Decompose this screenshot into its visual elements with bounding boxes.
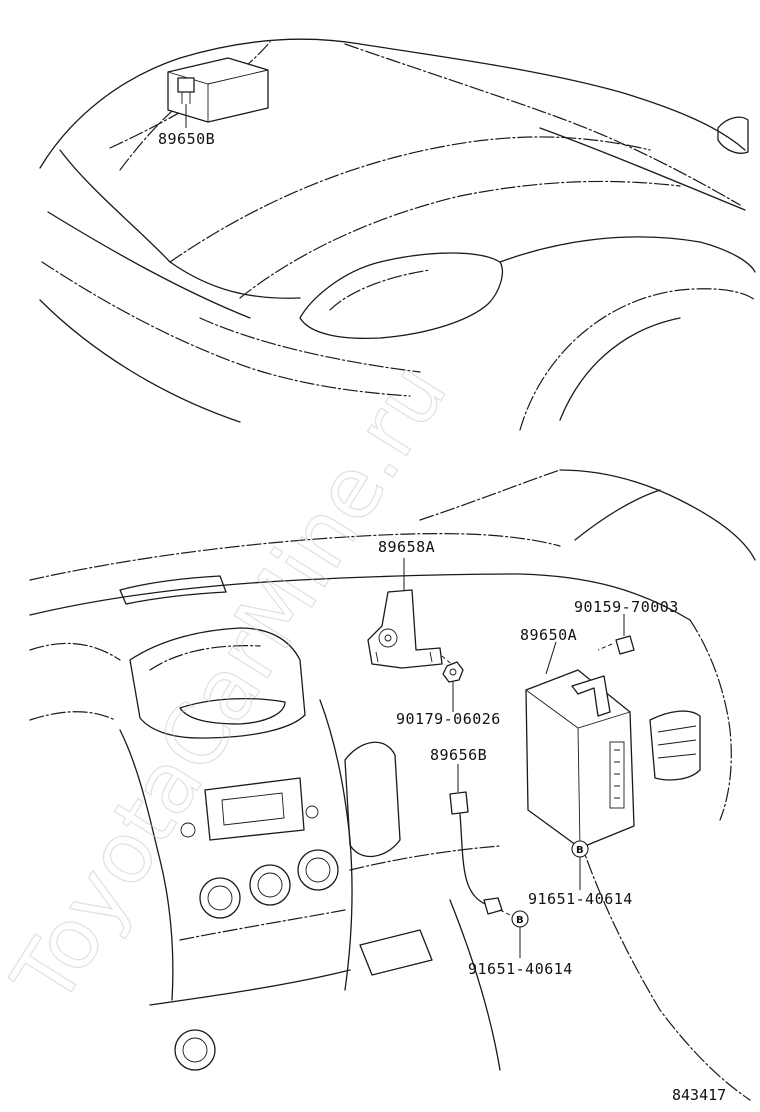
part-label-90179-06026: 90179-06026: [396, 710, 501, 728]
harness-89656B: [449, 764, 503, 915]
pedal: [359, 929, 433, 976]
diagram-reference-number: 843417: [672, 1086, 726, 1104]
dash-left-panel: [29, 642, 121, 661]
bumper-lower: [39, 299, 241, 423]
badge-b-lower-text: B: [516, 915, 524, 926]
console-lower: [149, 969, 351, 1006]
part-label-91651-40614-upper: 91651-40614: [528, 890, 633, 908]
audio-unit: [180, 777, 319, 841]
dash-left-lower: [29, 711, 116, 721]
hood-front-edge: [59, 149, 301, 299]
dash-right-edge: [689, 619, 732, 821]
a-pillar-right: [559, 469, 756, 561]
meter-hood-inner: [149, 645, 261, 671]
grille-lower: [41, 261, 411, 397]
wheel-arch: [519, 288, 756, 431]
defroster-vent: [119, 575, 227, 605]
center-stack-left: [119, 729, 174, 1001]
part-label-91651-40614-lower: 91651-40614: [468, 960, 573, 978]
a-pillar-inner: [574, 489, 661, 541]
bumper-edge: [199, 317, 421, 373]
part-label-90159-70003: 90159-70003: [574, 598, 679, 616]
hood-outline: [39, 38, 746, 169]
meter-hood: [129, 627, 306, 739]
wheel-arch-outer: [559, 317, 681, 421]
center-stack-right: [319, 699, 353, 991]
door-sill: [579, 839, 751, 1101]
footwell-line: [449, 899, 501, 1071]
headlamp-inner: [329, 269, 431, 311]
a-pillar: [539, 127, 746, 211]
badge-b-upper-text: B: [576, 845, 584, 856]
badge-b-upper: B: [571, 840, 589, 890]
part-label-89658A: 89658A: [378, 538, 435, 556]
knee-panel: [349, 845, 501, 871]
part-label-89650A: 89650A: [520, 626, 577, 644]
right-vent: [649, 710, 701, 781]
module-89650B: [167, 57, 269, 128]
watermark: ToyotaCarMine.ru: [0, 346, 466, 1021]
part-label-89656B: 89656B: [430, 746, 487, 764]
grille-upper: [47, 211, 251, 319]
dashboard-view: 89658A 90179-06026 90159-70003 89650A: [29, 469, 756, 1101]
hood-centerline: [169, 136, 651, 263]
screw-90159-70003: [597, 614, 635, 655]
cup-holder: [174, 1029, 216, 1071]
hood-side-edge: [239, 180, 681, 299]
meter-display: [179, 697, 286, 725]
windshield-line: [344, 43, 741, 206]
headlamp-outline: [299, 252, 503, 340]
side-mirror: [717, 116, 749, 154]
front-fender: [499, 236, 756, 273]
steering-opening: [344, 741, 401, 858]
nut-90179-06026: [442, 661, 464, 712]
climate-dials: [199, 849, 339, 919]
windshield-lower-edge: [419, 469, 561, 521]
front-vehicle-view: 89650B: [39, 38, 756, 431]
right-vent-slats: [657, 725, 697, 759]
ecu-89650A: [525, 641, 635, 849]
dash-top-rear: [29, 532, 561, 581]
part-label-89650B: 89650B: [158, 130, 215, 148]
dash-top-front: [29, 573, 691, 621]
console-upper: [179, 909, 346, 941]
badge-b-lower: B: [499, 909, 529, 958]
